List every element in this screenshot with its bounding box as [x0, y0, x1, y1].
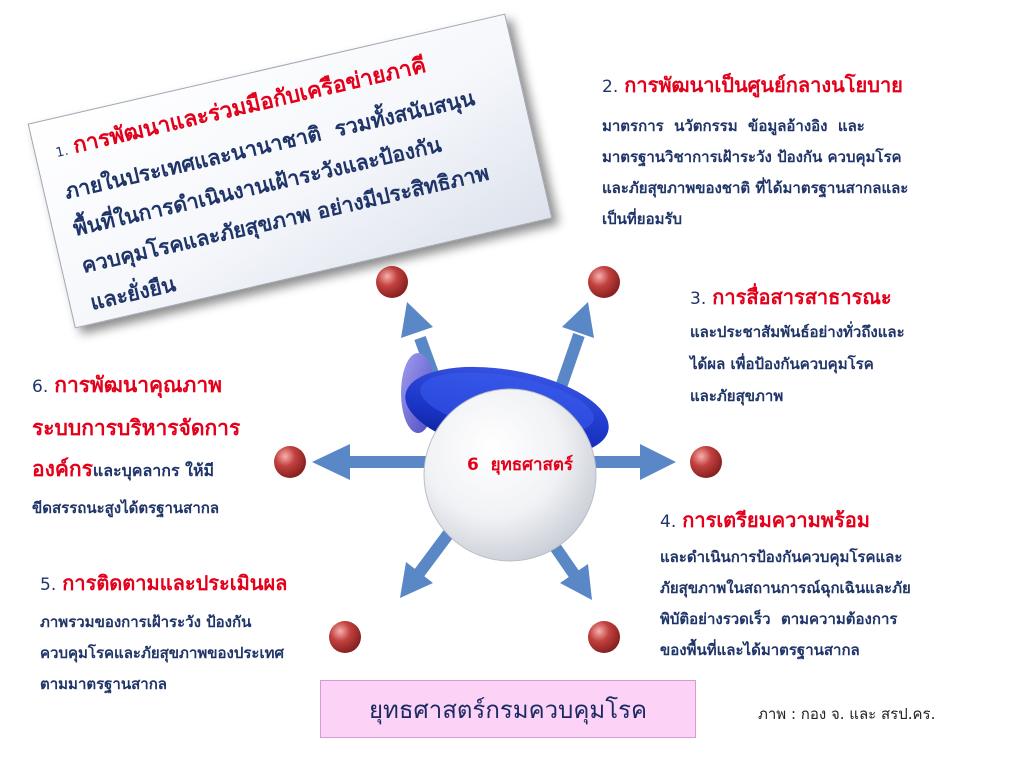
arrow-head — [560, 564, 592, 600]
strategy-2-line: และภัยสุขภาพของชาติ ที่ได้มาตรฐานสากลและ — [602, 179, 909, 197]
strategy-4-heading: 4.การเตรียมความพร้อม — [660, 505, 1010, 537]
strategy-3-title: การสื่อสารสาธารณะ — [712, 285, 892, 309]
node-top-right — [588, 266, 620, 298]
strategy-1-number: 1. — [54, 143, 70, 161]
footer-title: ยุทธศาสตร์กรมควบคุมโรค — [368, 695, 648, 724]
strategy-6-title-line: ระบบการบริหารจัดการ — [32, 416, 241, 440]
strategy-3-line: และประชาสัมพันธ์อย่างทั่วถึงและ — [690, 323, 905, 341]
strategy-3-heading: 3.การสื่อสารสาธารณะ — [690, 282, 1010, 314]
strategy-2-line: มาตรฐานวิชาการเฝ้าระวัง ป้องกัน ควบคุมโร… — [602, 148, 902, 166]
strategy-3-number: 3. — [690, 289, 707, 309]
strategy-5-line: ภาพรวมของการเฝ้าระวัง ป้องกัน — [40, 613, 252, 631]
image-credit: ภาพ : กอง จ. และ สรป.คร. — [758, 705, 936, 723]
hub-disc — [423, 388, 597, 562]
strategy-4-line: ของพื้นที่และได้มาตรฐานสากล — [660, 641, 860, 659]
strategy-2-line: มาตรการ นวัตกรรม ข้อมูลอ้างอิง และ — [602, 117, 865, 135]
strategy-4-line: และดำเนินการป้องกันควบคุมโรคและ — [660, 548, 903, 566]
node-right — [690, 446, 722, 478]
arrow-head — [312, 444, 350, 480]
strategy-4-number: 4. — [660, 512, 677, 532]
arrow-left — [312, 444, 440, 480]
strategy-4-title: การเตรียมความพร้อม — [682, 508, 870, 532]
hub-label: 6 ยุทธศาสตร์ — [466, 455, 574, 475]
strategy-4-line: ภัยสุขภาพในสถานการณ์ฉุกเฉินและภัย — [660, 579, 911, 597]
strategy-5-line: ตามมาตรฐานสากล — [40, 675, 167, 693]
arrow-head — [562, 302, 594, 338]
strategy-5-block: 5.การติดตามและประเมินผล ภาพรวมของการเฝ้า… — [40, 568, 360, 700]
strategy-2-title: การพัฒนาเป็นศูนย์กลางนโยบาย — [624, 73, 903, 97]
arrow-head — [400, 562, 433, 598]
strategy-3-block: 3.การสื่อสารสาธารณะ และประชาสัมพันธ์อย่า… — [690, 282, 1010, 412]
strategy-6-title: การพัฒนาคุณภาพ — [54, 373, 222, 397]
strategy-2-heading: 2.การพัฒนาเป็นศูนย์กลางนโยบาย — [602, 70, 1012, 102]
strategy-4-block: 4.การเตรียมความพร้อม และดำเนินการป้องกัน… — [660, 505, 1010, 666]
arrow-head — [640, 444, 676, 480]
arrow-head — [401, 302, 433, 338]
strategy-5-number: 5. — [40, 575, 57, 595]
strategy-6-line: ขีดสรรถนะสูงได้ตรฐานสากล — [32, 499, 220, 517]
strategy-2-line: เป็นที่ยอมรับ — [602, 210, 683, 228]
strategy-2-number: 2. — [602, 77, 619, 97]
node-bottom-left — [329, 621, 361, 653]
strategy-2-block: 2.การพัฒนาเป็นศูนย์กลางนโยบาย มาตรการ นว… — [602, 70, 1012, 235]
strategy-3-line: ได้ผล เพื่อป้องกันควบคุมโรค — [690, 355, 874, 373]
strategy-6-title-line: องค์กร — [32, 457, 93, 481]
strategy-5-heading: 5.การติดตามและประเมินผล — [40, 568, 360, 600]
arrow-bottom-left — [400, 521, 460, 598]
strategy-6-line: และบุคลากร ให้มี — [92, 461, 215, 480]
strategy-5-title: การติดตามและประเมินผล — [62, 571, 288, 595]
node-top-left — [376, 266, 408, 298]
node-bottom-right — [588, 621, 620, 653]
node-left — [274, 446, 306, 478]
strategy-3-line: และภัยสุขภาพ — [690, 387, 784, 405]
strategy-5-line: ควบคุมโรคและภัยสุขภาพของประเทศ — [40, 644, 285, 662]
strategy-6-block: 6.การพัฒนาคุณภาพ ระบบการบริหารจัดการ องค… — [32, 365, 322, 526]
strategy-4-line: พิบัติอย่างรวดเร็ว ตามความต้องการ — [660, 610, 898, 628]
footer-title-box: ยุทธศาสตร์กรมควบคุมโรค — [320, 680, 696, 738]
arrow-right — [585, 444, 676, 480]
strategy-6-heading: 6.การพัฒนาคุณภาพ — [32, 365, 322, 408]
strategy-6-mixed-line: องค์กรและบุคลากร ให้มี — [32, 449, 322, 491]
strategy-6-number: 6. — [32, 377, 49, 397]
